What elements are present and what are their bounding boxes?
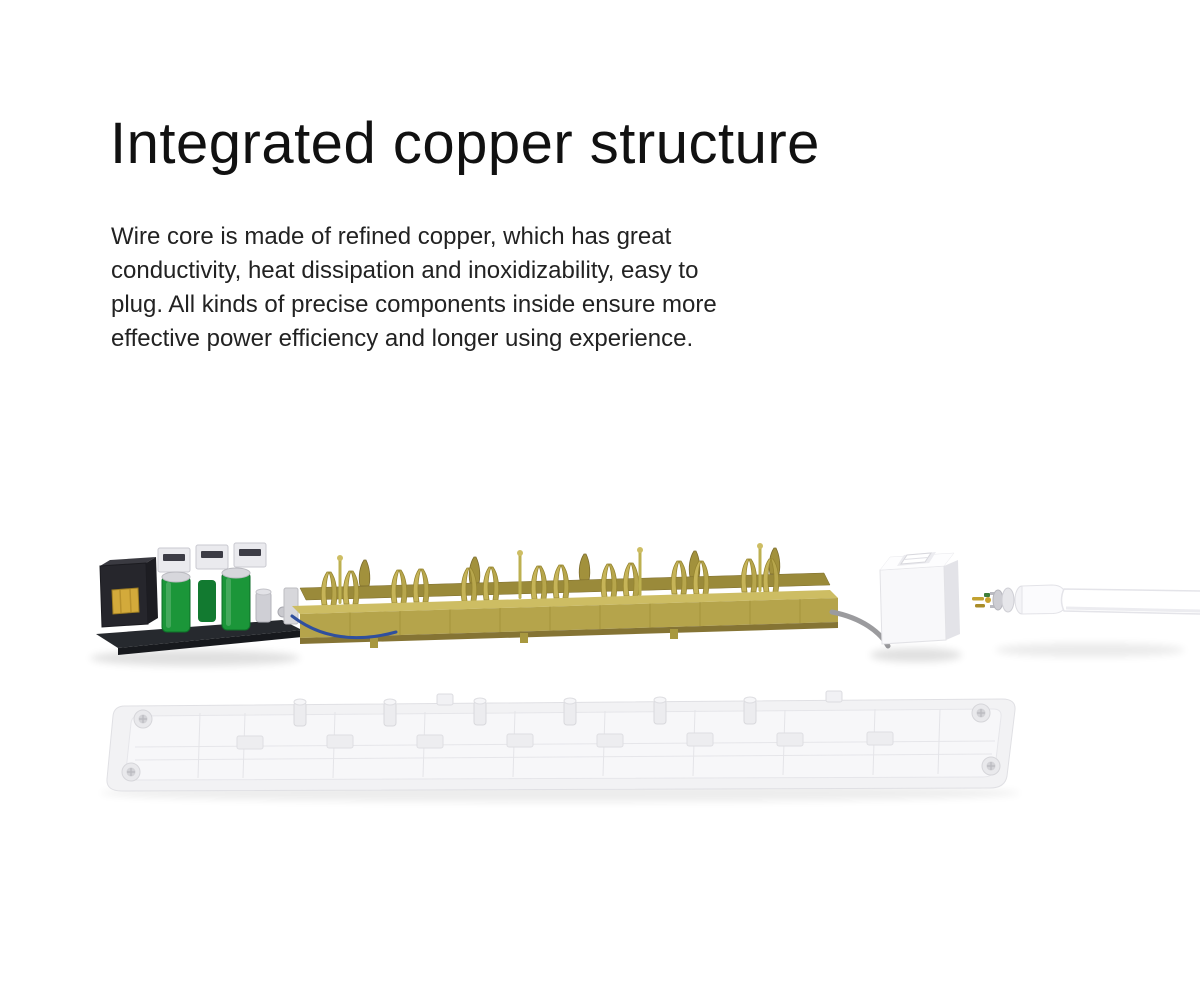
electrolytic-capacitors [161, 567, 272, 633]
pcb-board [96, 620, 302, 648]
body-text: Wire core is made of refined copper, whi… [111, 223, 717, 352]
shell-rim-tabs [436, 690, 843, 706]
power-switch-module [870, 552, 962, 662]
usb-ports [157, 542, 267, 573]
copper-busbar [283, 543, 838, 648]
busbar-segment-joints [349, 599, 801, 637]
busbar-bottom-edge [300, 622, 838, 644]
switch-shadow [870, 648, 962, 662]
busbar-front-face [300, 598, 838, 638]
power-cable [1060, 588, 1200, 615]
shell-low-line [134, 753, 993, 761]
pcb-board-edge [118, 630, 302, 655]
shell-mid-line [134, 740, 996, 748]
shell-socket-bosses [236, 731, 894, 750]
cable-connector [972, 584, 1185, 657]
pcb-shadow [90, 650, 300, 666]
cable-shadow [995, 643, 1185, 657]
transformer [99, 557, 158, 628]
busbar-top-face [292, 590, 838, 614]
switch-body [879, 565, 947, 645]
transformer-winding [111, 587, 140, 615]
bottom-shell [100, 690, 1020, 802]
plug-body [1021, 584, 1067, 615]
busbar-tabs [370, 629, 678, 648]
circuit-board-assembly [90, 542, 302, 666]
blue-wire [290, 614, 398, 640]
small-capacitor [255, 591, 272, 623]
gray-wire [829, 609, 891, 649]
page-title: Integrated copper structure [110, 111, 820, 176]
